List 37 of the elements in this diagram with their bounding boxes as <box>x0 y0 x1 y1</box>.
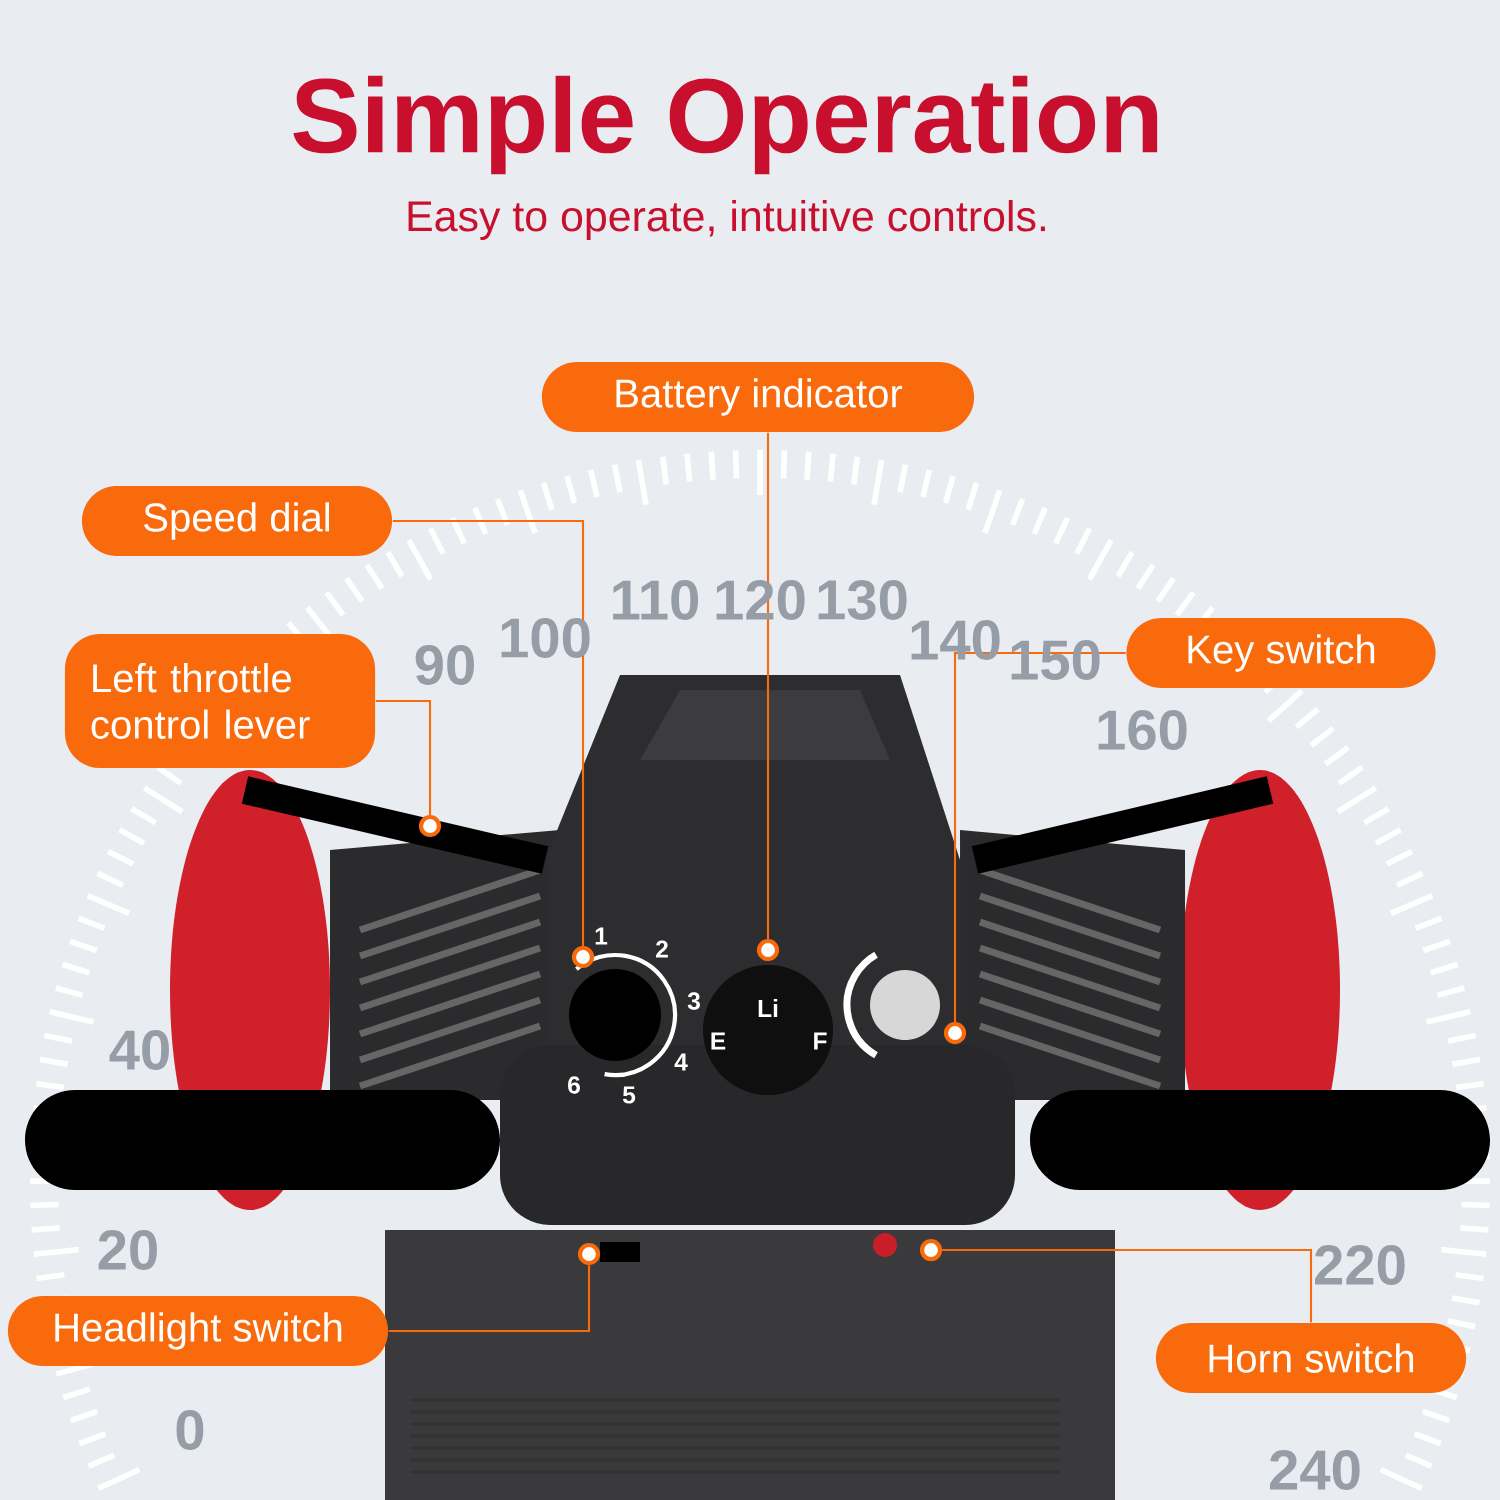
dial-marking: 2 <box>656 940 668 958</box>
subtitle: Easy to operate, intuitive controls. <box>408 200 1045 240</box>
callout-dot <box>418 814 442 838</box>
title: Simple Operation <box>293 75 1158 175</box>
dial-marking: E <box>711 1032 726 1050</box>
callout-dot <box>571 945 595 969</box>
leader-line <box>375 699 432 815</box>
speedometer-number: 220 <box>1315 1245 1405 1285</box>
dial-marking: Li <box>758 999 778 1017</box>
leader-line <box>942 1248 1313 1323</box>
dial-marking: 1 <box>595 927 608 945</box>
callout-dot <box>577 1242 601 1266</box>
callout-label: Horn switch <box>1155 1323 1467 1394</box>
dial-marking: 3 <box>687 992 700 1010</box>
leader-line <box>766 432 770 939</box>
leader-line <box>953 651 1126 1022</box>
dial-marking: F <box>814 1032 827 1050</box>
dial-marking: 6 <box>568 1076 580 1094</box>
callout-dot <box>919 1238 943 1262</box>
callout-dot <box>943 1021 967 1045</box>
leader-line <box>388 1265 591 1333</box>
speedometer-number: 240 <box>1270 1450 1360 1490</box>
speedometer-number: 40 <box>109 1030 169 1070</box>
callout-label: Left throttle control lever <box>64 633 376 769</box>
speedometer-number: 90 <box>415 645 474 685</box>
callout-label: Key switch <box>1126 618 1436 689</box>
speedometer-number: 110 <box>613 580 699 620</box>
leader-line <box>392 519 585 946</box>
dial-marking: 4 <box>674 1053 688 1071</box>
speedometer-number: 160 <box>1098 710 1187 750</box>
callout-label: Battery indicator <box>541 362 975 432</box>
speedometer-number: 140 <box>911 620 1000 660</box>
dial-marking: 5 <box>622 1086 636 1104</box>
speedometer-number: 130 <box>818 580 907 620</box>
callout-label: Speed dial <box>81 486 393 557</box>
callout-label: Headlight switch <box>7 1296 389 1367</box>
callout-dot <box>756 938 780 962</box>
